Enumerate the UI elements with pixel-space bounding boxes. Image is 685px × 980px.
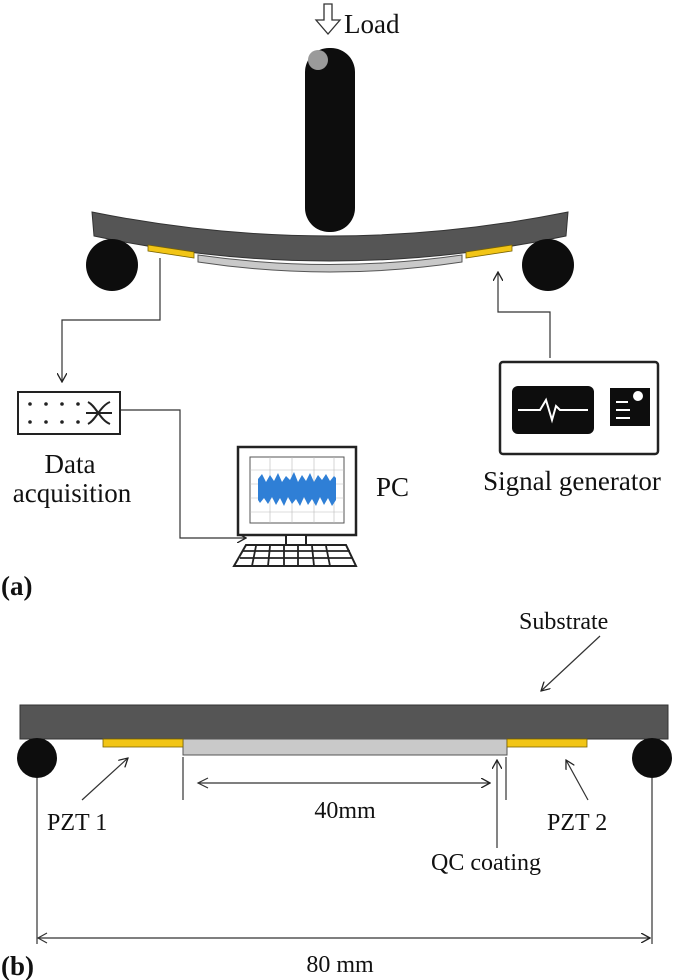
qc-coating-flat	[182, 738, 508, 756]
wire-daq-to-pc	[120, 409, 246, 538]
support-right-a	[522, 239, 574, 291]
dim-40-left-arrowhead	[196, 777, 209, 789]
panel-a: Load Data acquisition	[1, 3, 661, 601]
support-left-b	[17, 738, 57, 778]
load-arrow-icon	[314, 3, 342, 35]
beam-flat	[19, 704, 669, 740]
data-acquisition-device-icon	[17, 391, 121, 435]
substrate-pointer	[541, 635, 601, 691]
wire-pzt1-to-daq	[62, 258, 161, 382]
pzt1-pointer	[81, 758, 128, 801]
panel-b-label: (b)	[1, 951, 34, 980]
pc-icon	[232, 445, 358, 567]
load-label: Load	[344, 9, 400, 39]
screen-signal	[258, 472, 336, 506]
support-right-b	[632, 738, 672, 778]
beam-bent	[91, 211, 569, 262]
pzt2-flat	[506, 738, 588, 748]
pzt1-label: PZT 1	[47, 810, 107, 836]
pzt2-label: PZT 2	[547, 810, 607, 836]
pzt2-pointer	[566, 760, 589, 801]
signal-generator-icon	[498, 360, 660, 456]
data-acquisition-label-line2: acquisition	[13, 478, 132, 508]
panel-b: Substrate PZT 1 PZT 2 40mm QC coating	[1, 609, 672, 980]
qc-coating-bent	[197, 254, 463, 273]
loading-pin	[305, 48, 355, 232]
substrate-label: Substrate	[519, 609, 608, 635]
qc-coating-label: QC coating	[431, 850, 541, 876]
support-left-a	[86, 239, 138, 291]
data-acquisition-label-line1: Data	[45, 449, 96, 479]
pzt2-bent	[465, 244, 513, 259]
pc-label: PC	[376, 472, 409, 502]
dim-80-left-arrowhead	[36, 932, 48, 944]
wire-siggen-to-pzt2	[498, 272, 551, 358]
loading-pin-head	[308, 50, 328, 70]
pzt1-flat	[102, 738, 184, 748]
span-40-label: 40mm	[314, 798, 376, 824]
span-80-label: 80 mm	[306, 952, 374, 978]
panel-a-label: (a)	[1, 571, 32, 601]
signal-generator-label: Signal generator	[483, 466, 661, 496]
pzt1-bent	[147, 244, 195, 259]
